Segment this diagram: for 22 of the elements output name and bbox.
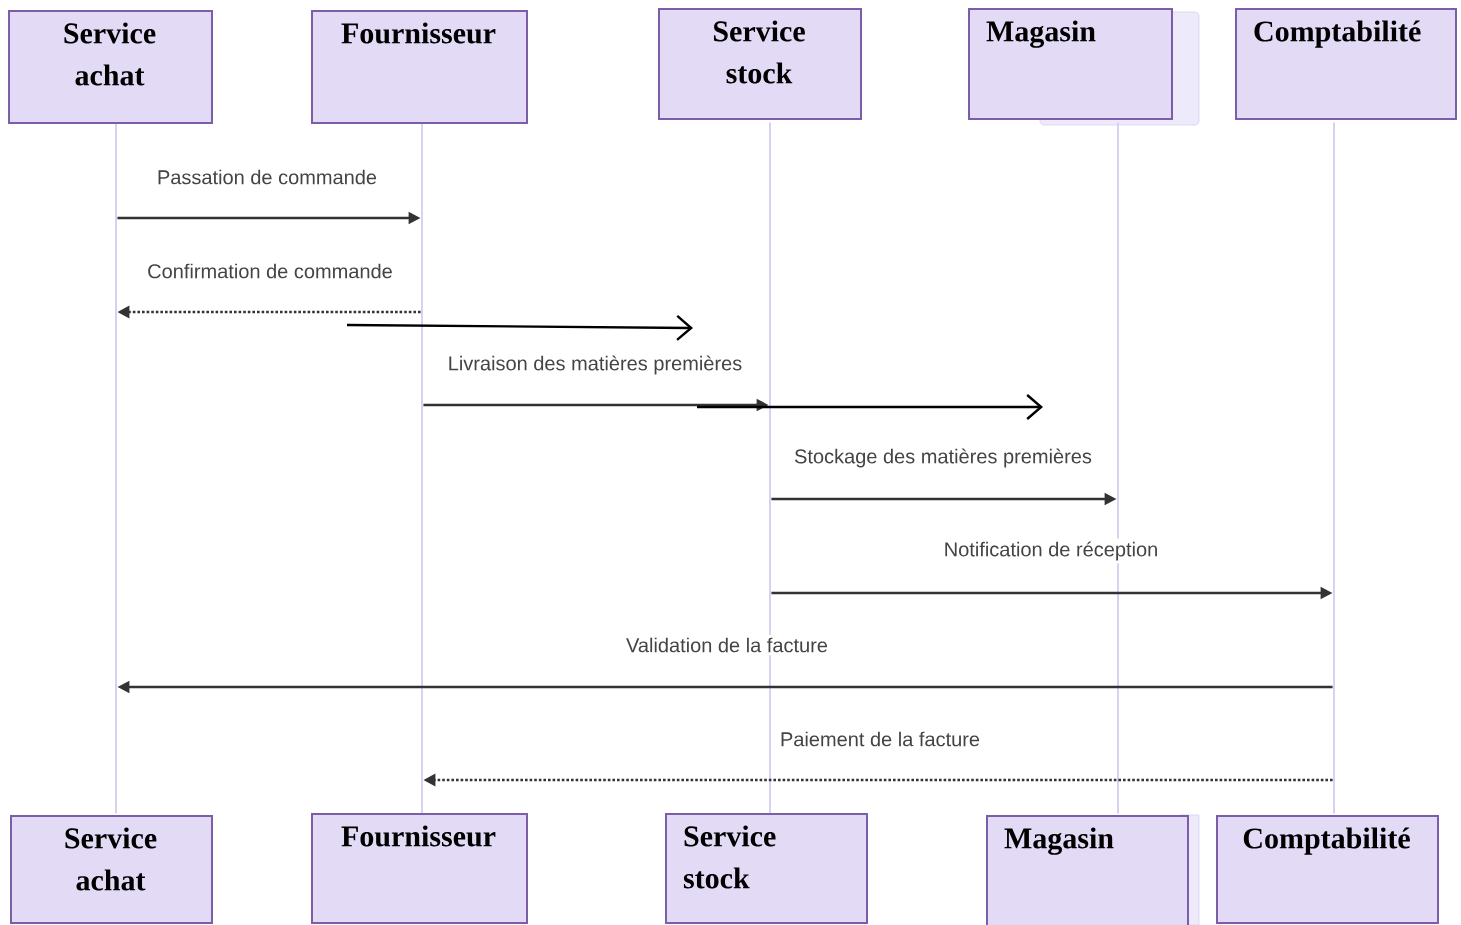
participant-box: Fournisseur [311,10,528,124]
participant-box: Magasin [986,815,1189,925]
lifeline [769,122,771,814]
edge-label: Validation de la facture [623,634,831,656]
edge-label: Livraison des matières premières [444,352,746,378]
lifeline [421,122,423,814]
edge-label: Notification de réception [940,538,1162,564]
participant-box: Comptabilité [1235,8,1457,120]
edge-label: Stockage des matières premières [791,445,1095,471]
participant-box: Fournisseur [311,813,528,924]
participant-box: Service achat [8,10,213,124]
edge-label: Confirmation de commande [144,260,396,282]
edge-label: Paiement de la facture [776,728,984,750]
participant-box: Magasin [968,8,1173,120]
edge-label: Passation de commande [153,166,381,188]
lifeline [1117,122,1119,814]
lifeline [1333,122,1335,814]
participant-box: Service stock [665,813,868,924]
participant-box: Service achat [10,815,213,924]
participant-box: Service stock [658,8,862,120]
participant-box: Comptabilité [1216,815,1439,924]
lifeline [115,122,117,814]
